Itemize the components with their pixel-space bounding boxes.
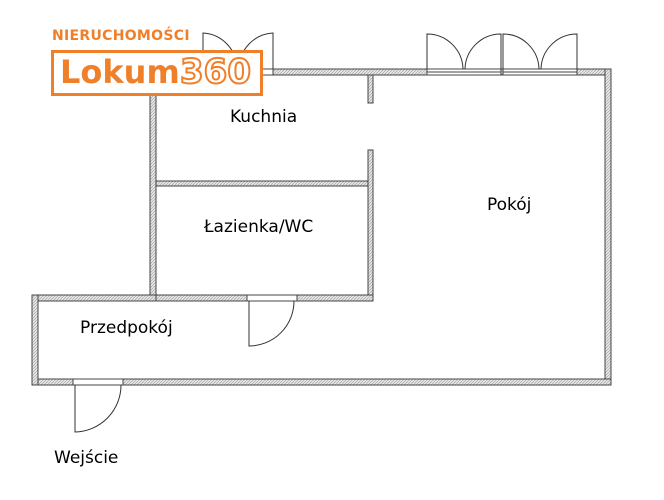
wall-hallway-left: [31, 294, 39, 386]
window-swing-1b: [464, 33, 502, 70]
outer-walls: [31, 68, 612, 386]
windows: [426, 68, 578, 76]
logo-number: 360: [179, 51, 252, 93]
wall-kitchen-right-upper: [367, 74, 374, 104]
window-swing-2b: [540, 33, 578, 70]
room-label-bathroom: Łazienka/WC: [204, 217, 314, 237]
wall-kitchen-bath: [155, 180, 369, 187]
window-swing-2a: [502, 33, 540, 70]
wall-right: [604, 68, 612, 386]
logo-tagline: NIERUCHOMOŚCI: [52, 28, 190, 44]
room-label-hallway: Przedpokój: [80, 318, 173, 338]
door-opening-bath: [246, 294, 298, 302]
window-swing-1a: [426, 33, 464, 70]
logo-box: [51, 50, 263, 96]
room-label-living-room: Pokój: [487, 195, 532, 215]
door-swing-entrance: [74, 384, 122, 433]
wall-hallway-top: [31, 294, 157, 302]
door-opening-entrance: [72, 378, 124, 386]
wall-left-upper: [149, 68, 157, 302]
wall-kitchen-right-lower: [367, 149, 374, 301]
room-label-entrance: Wejście: [54, 448, 119, 468]
room-label-kitchen: Kuchnia: [230, 107, 298, 127]
logo-brand: Lokum: [60, 53, 180, 91]
door-swing-bath: [248, 300, 295, 347]
